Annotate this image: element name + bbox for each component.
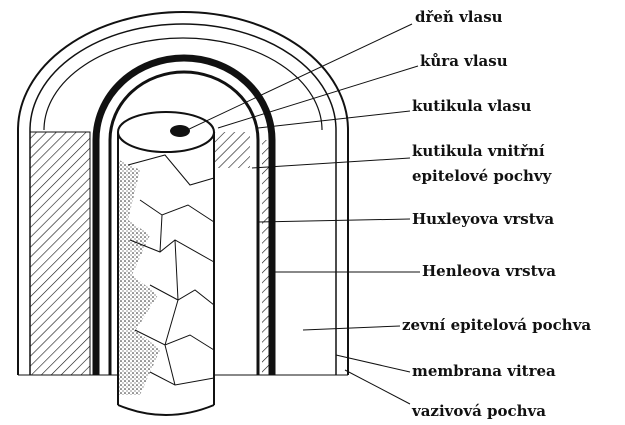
label-glassy-membrane: membrana vitrea — [412, 362, 556, 380]
label-henle-layer: Henleova vrstva — [422, 262, 556, 280]
label-medulla: dřeň vlasu — [415, 8, 503, 26]
label-inner-sheath-cuticle-1: kutikula vnitřní — [412, 142, 545, 160]
label-inner-sheath-cuticle-2: epitelové pochvy — [412, 167, 553, 185]
label-connective-sheath: vazivová pochva — [411, 402, 546, 420]
hair-shaft — [118, 112, 214, 415]
label-huxley-layer: Huxleyova vrstva — [412, 210, 554, 228]
label-hair-cuticle: kutikula vlasu — [412, 97, 531, 115]
medulla — [170, 125, 190, 137]
hatched-layer-left — [30, 132, 90, 375]
label-outer-root-sheath: zevní epitelová pochva — [402, 316, 591, 334]
labels: dřeň vlasu kůra vlasu kutikula vlasu kut… — [402, 8, 591, 420]
label-cortex: kůra vlasu — [420, 52, 508, 70]
